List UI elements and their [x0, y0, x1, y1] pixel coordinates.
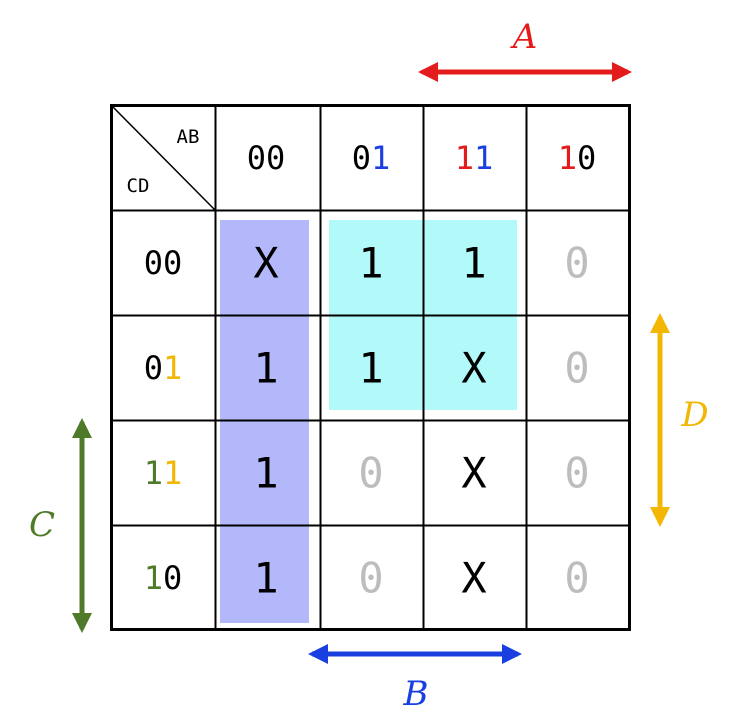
- column-header-1-bit-1: 1: [371, 139, 390, 177]
- label-a: A: [510, 17, 538, 57]
- cell-r0-c0: X: [253, 239, 278, 288]
- cell-r1-c1: 1: [358, 344, 383, 393]
- row-header-0-bit-0: 0: [144, 244, 163, 282]
- row-header-1: 01: [144, 349, 183, 387]
- row-header-3: 10: [144, 559, 183, 597]
- cell-r3-c0: 1: [253, 554, 278, 603]
- label-b: B: [403, 674, 429, 714]
- column-header-2: 11: [455, 139, 494, 177]
- label-c: C: [29, 505, 55, 545]
- cell-r2-c0: 1: [253, 449, 278, 498]
- cell-r0-c3: 0: [564, 239, 589, 288]
- column-header-0-bit-1: 0: [266, 139, 285, 177]
- cell-r1-c3: 0: [564, 344, 589, 393]
- cell-r0-c1: 1: [358, 239, 383, 288]
- row-header-3-bit-1: 0: [163, 559, 182, 597]
- corner-label-ab: AB: [177, 126, 200, 148]
- row-header-0: 00: [144, 244, 183, 282]
- cell-r3-c3: 0: [564, 554, 589, 603]
- column-header-2-bit-0: 1: [455, 139, 474, 177]
- cell-r2-c2: X: [461, 449, 486, 498]
- row-header-2: 11: [144, 454, 183, 492]
- row-header-2-bit-0: 1: [144, 454, 163, 492]
- cell-r1-c0: 1: [253, 344, 278, 393]
- corner-label-cd: CD: [127, 175, 150, 197]
- label-d: D: [680, 395, 708, 435]
- row-header-0-bit-1: 0: [163, 244, 182, 282]
- cell-r2-c1: 0: [358, 449, 383, 498]
- grid: [110, 104, 631, 631]
- cell-r3-c2: X: [461, 554, 486, 603]
- row-header-1-bit-1: 1: [163, 349, 182, 387]
- column-header-3: 10: [558, 139, 597, 177]
- column-header-2-bit-1: 1: [474, 139, 493, 177]
- column-header-3-bit-0: 1: [558, 139, 577, 177]
- cell-r3-c1: 0: [358, 554, 383, 603]
- row-header-1-bit-0: 0: [144, 349, 163, 387]
- column-header-3-bit-1: 0: [577, 139, 596, 177]
- column-header-1-bit-0: 0: [352, 139, 371, 177]
- column-header-1: 01: [352, 139, 391, 177]
- row-header-2-bit-1: 1: [163, 454, 182, 492]
- column-header-0: 00: [247, 139, 286, 177]
- corner-diagonal: [111, 105, 216, 211]
- cell-r2-c3: 0: [564, 449, 589, 498]
- column-header-0-bit-0: 0: [247, 139, 266, 177]
- row-header-3-bit-0: 1: [144, 559, 163, 597]
- cell-r1-c2: X: [461, 344, 486, 393]
- cell-r0-c2: 1: [461, 239, 486, 288]
